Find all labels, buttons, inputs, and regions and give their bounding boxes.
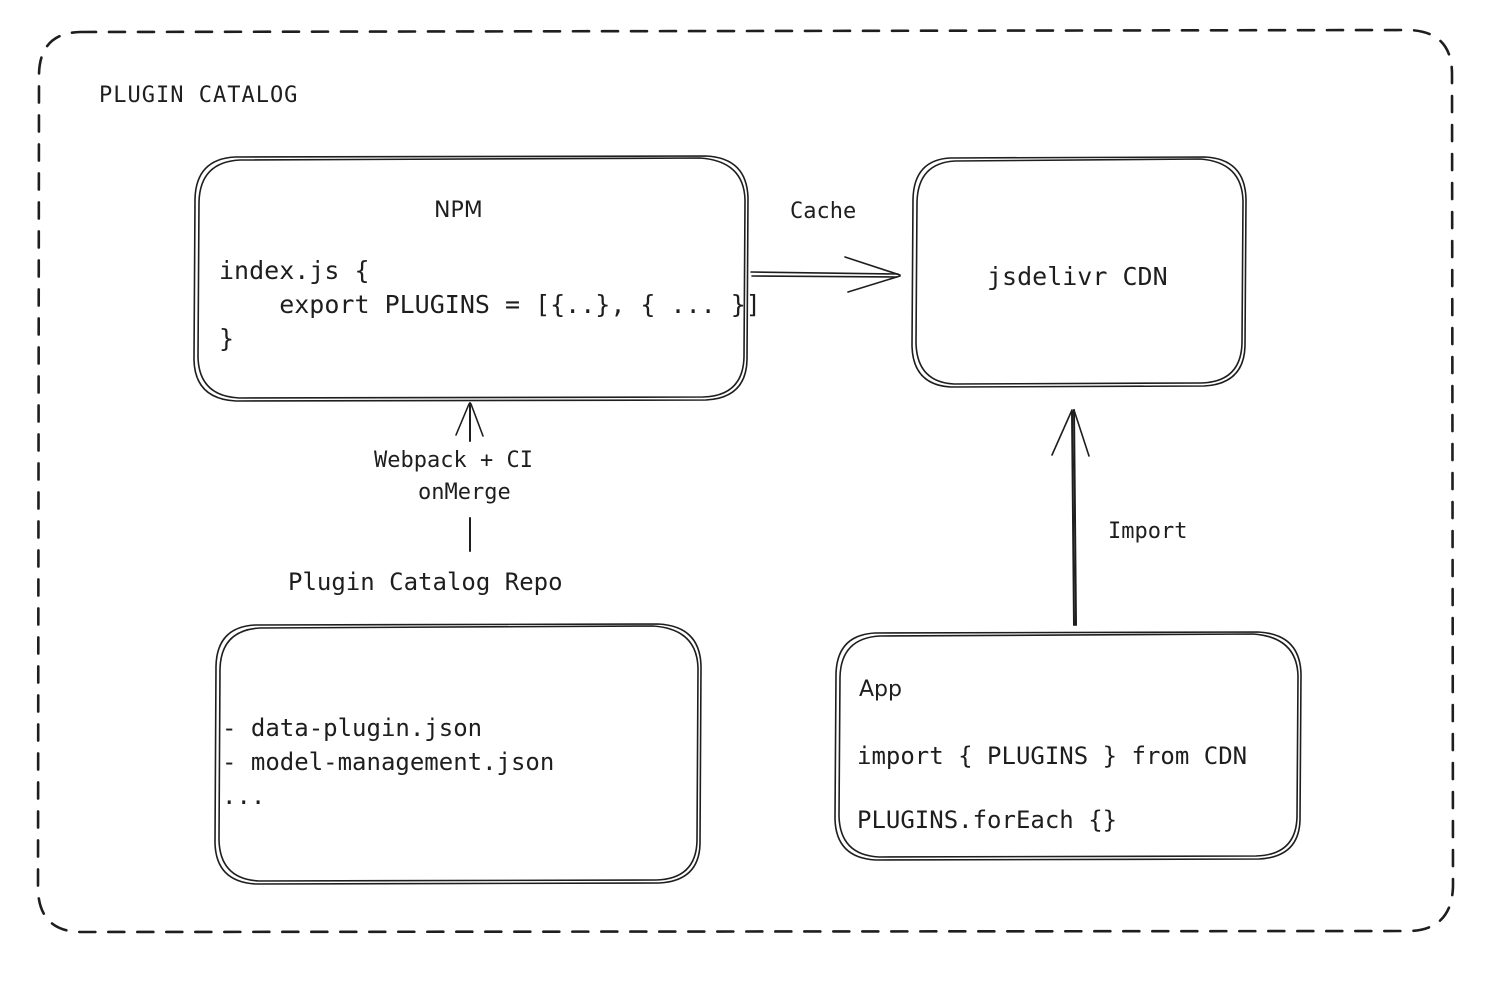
node-cdn-shape[interactable] (911, 156, 1247, 388)
node-cdn-label: jsdelivr CDN (987, 262, 1168, 291)
node-repo-caption: Plugin Catalog Repo (288, 568, 563, 596)
group-title: PLUGIN CATALOG (99, 83, 299, 108)
edge-label-import: Import (1108, 519, 1188, 544)
node-repo-item-2: - model-management.json (222, 748, 555, 776)
node-app-shape[interactable] (834, 631, 1302, 861)
node-app-code-line-1: import { PLUGINS } from CDN (857, 742, 1248, 770)
node-npm-code-line-3: } (219, 324, 235, 353)
node-app-code-line-2: PLUGINS.forEach {} (857, 806, 1118, 834)
node-app-title: App (859, 677, 902, 702)
group-container-plugin-catalog (36, 28, 1455, 934)
node-repo-item-1: - data-plugin.json (222, 714, 483, 742)
edge-label-webpack-ci: Webpack + CI (374, 448, 533, 473)
node-repo-item-3: ... (222, 782, 266, 810)
edge-repo-to-npm[interactable] (455, 402, 484, 552)
edge-label-onmerge: onMerge (418, 480, 511, 505)
node-repo-shape[interactable] (214, 623, 702, 885)
node-npm-title: NPM (434, 198, 483, 223)
node-npm-shape[interactable] (193, 155, 749, 402)
node-npm-code-line-1: index.js { (219, 256, 370, 285)
node-npm-code-line-2: export PLUGINS = [{..}, { ... }] (219, 290, 761, 319)
edge-npm-to-cdn[interactable] (750, 256, 901, 293)
edge-app-to-cdn[interactable] (1051, 409, 1090, 626)
edge-label-cache: Cache (790, 199, 857, 224)
